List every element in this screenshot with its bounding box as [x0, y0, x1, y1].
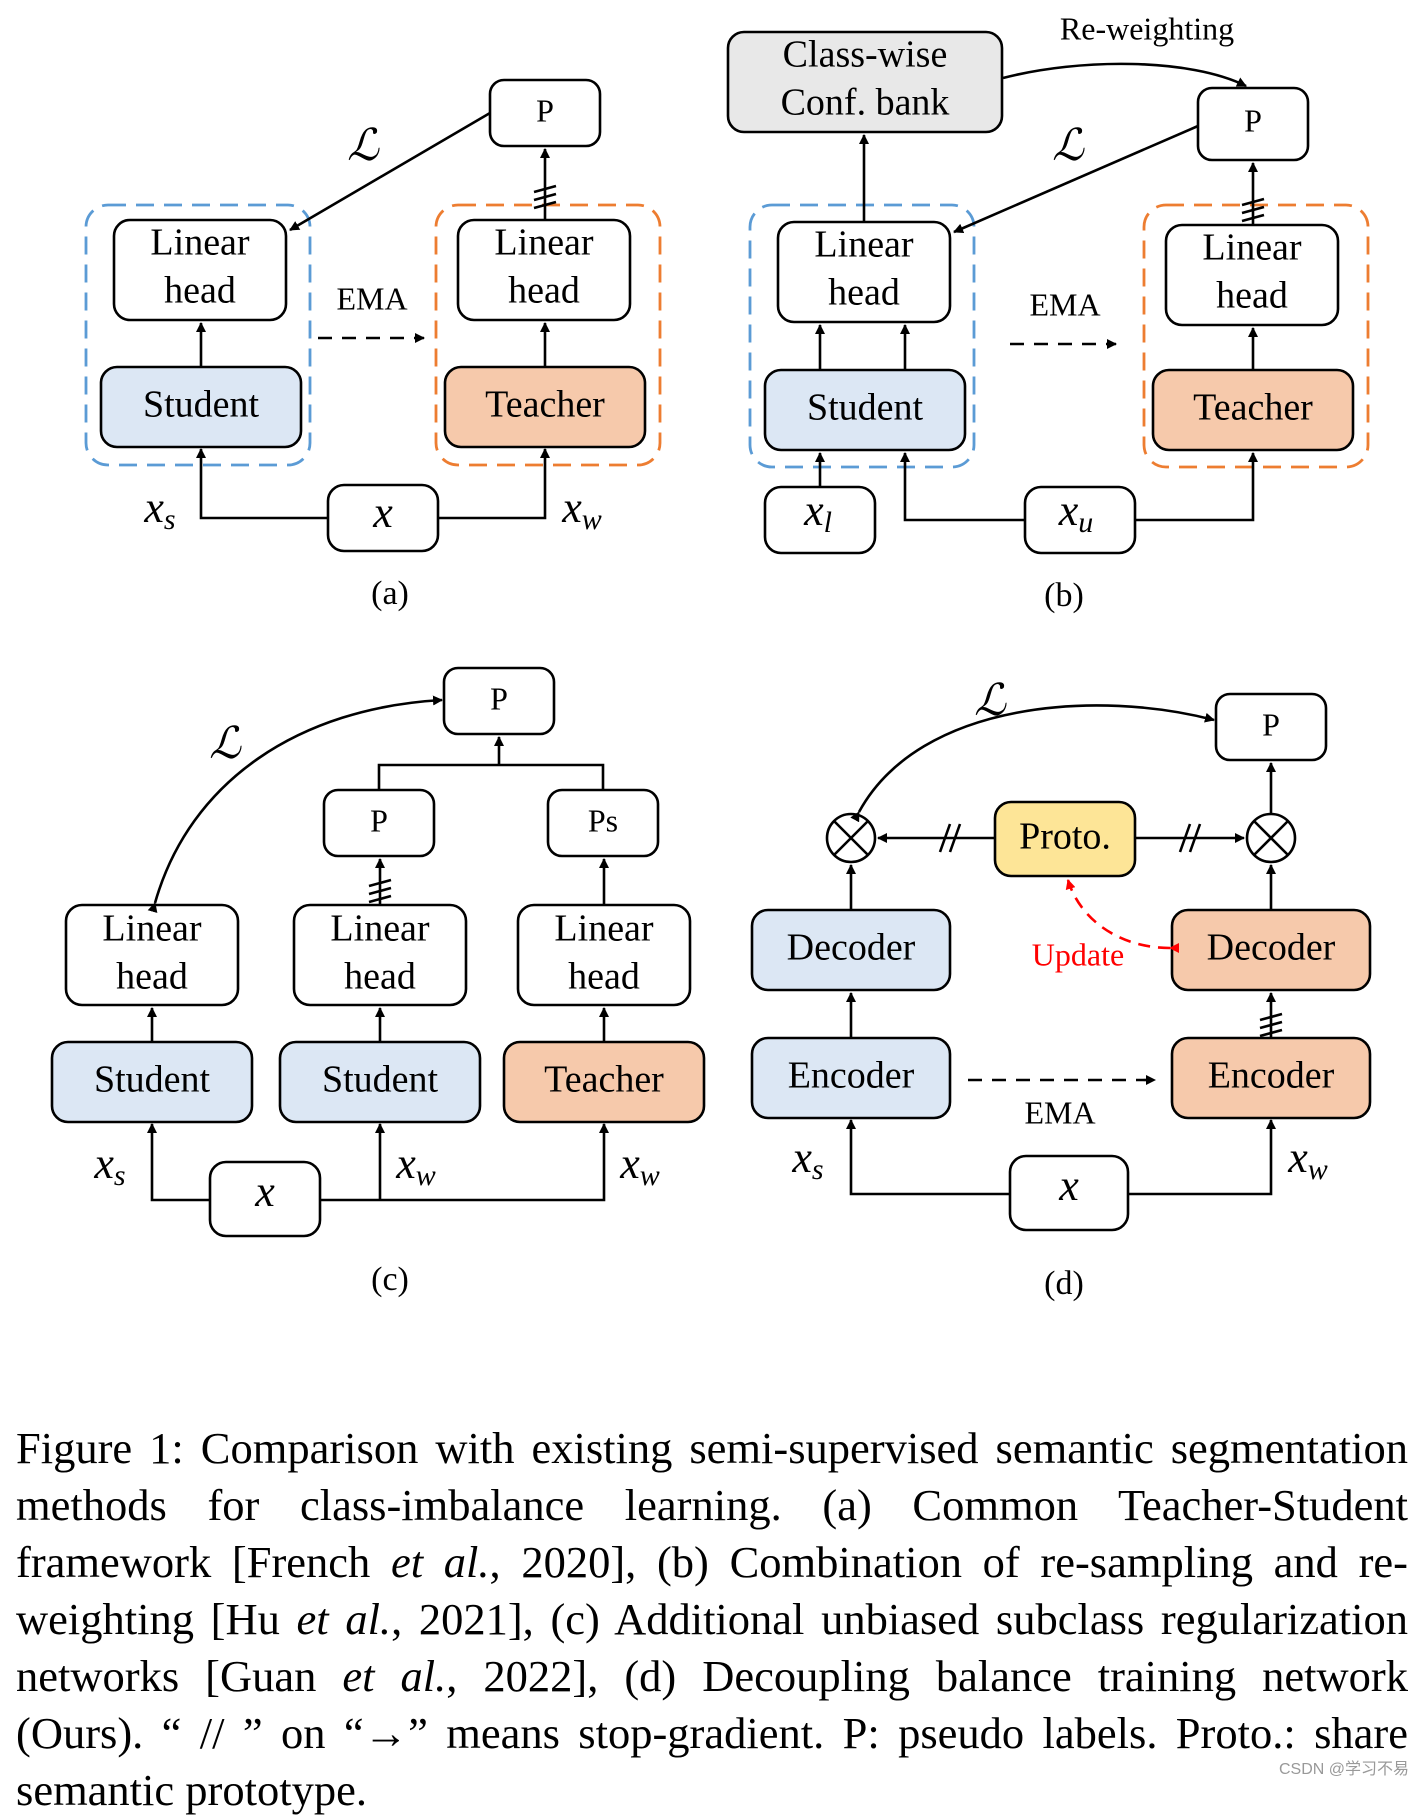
- student-encoder-label: Encoder: [788, 1055, 915, 1097]
- loss-label: ℒ: [1052, 121, 1085, 170]
- teacher-encoder-label: Encoder: [1208, 1055, 1335, 1097]
- figure-caption: Figure 1: Comparison with existing semi-…: [16, 1420, 1408, 1819]
- head-label-line1: Linear: [814, 224, 914, 266]
- input-label: x: [1058, 1161, 1079, 1210]
- head-label-line1: Linear: [554, 908, 654, 950]
- panel-b-caption: (b): [1044, 577, 1084, 614]
- pseudo-label-text: P: [370, 802, 388, 838]
- teacher-label: Teacher: [485, 384, 605, 426]
- teacher-multiply-icon: [1245, 812, 1297, 864]
- caption-etal: et al.: [390, 1536, 490, 1587]
- student-label: Student: [143, 384, 260, 426]
- teacher-label: Teacher: [544, 1059, 664, 1101]
- head-label-line1: Linear: [330, 908, 430, 950]
- weak-input-label: xw: [1287, 1133, 1328, 1186]
- pseudo-label-text: P: [536, 92, 554, 128]
- reweighting-label: Re-weighting: [1060, 10, 1234, 46]
- head-label-line1: Linear: [494, 222, 594, 264]
- head-label-line1: Linear: [150, 222, 250, 264]
- head-label-line1: Linear: [102, 908, 202, 950]
- caption-text: , 2020], (b) Combination of re-sampling …: [16, 1536, 1408, 1644]
- teacher-label: Teacher: [1193, 387, 1313, 429]
- watermark: CSDN @学习不易: [1278, 1761, 1409, 1778]
- panel-d: P Proto. Decoder Decoder Encoder Encoder…: [750, 676, 1372, 1302]
- student-linear-head: [112, 218, 288, 322]
- caption-etal: et al.: [296, 1593, 392, 1644]
- conf-bank-line1: Class-wise: [783, 34, 948, 76]
- student-frame: [84, 203, 312, 467]
- student-frame: [748, 203, 976, 469]
- panel-d-caption: (d): [1044, 1265, 1084, 1302]
- head-label-line2: head: [1216, 275, 1288, 317]
- pseudo-label-box: [1214, 692, 1328, 762]
- weak-input-label: xw: [395, 1139, 436, 1192]
- update-label: Update: [1032, 936, 1124, 972]
- teacher-frame: [1142, 203, 1370, 469]
- panel-a: P Linear head Linear head Student Teache…: [84, 78, 662, 612]
- labeled-input-label: xl: [803, 486, 832, 539]
- proto-label: Proto.: [1019, 816, 1111, 858]
- pseudo-label-text: P: [1244, 102, 1262, 138]
- strong-input-label: xs: [93, 1139, 125, 1192]
- pseudo-label-top-text: P: [490, 680, 508, 716]
- head-label-line2: head: [508, 270, 580, 312]
- caption-text: , 2021], (c) Additional unbiased subclas…: [16, 1593, 1409, 1701]
- teacher-decoder-label: Decoder: [1207, 927, 1336, 969]
- loss-label: ℒ: [974, 676, 1007, 725]
- input-label: x: [254, 1167, 275, 1216]
- weak-input-label: xw: [561, 483, 602, 536]
- pseudo-label-top-box: [442, 666, 556, 736]
- panel-b: Class-wise Conf. bank Re-weighting P Lin…: [726, 10, 1370, 614]
- head-label-line2: head: [164, 270, 236, 312]
- student-label: Student: [807, 387, 924, 429]
- panel-a-caption: (a): [371, 575, 409, 612]
- unlabeled-input-label: xu: [1058, 486, 1094, 539]
- caption-text: Figure 1: Comparison with existing semi-…: [16, 1422, 1408, 1587]
- pseudo-label-s-text: Ps: [588, 802, 618, 838]
- head-label-line2: head: [344, 956, 416, 998]
- head-label-line2: head: [828, 272, 900, 314]
- loss-label: ℒ: [347, 121, 380, 170]
- head-label-line2: head: [116, 956, 188, 998]
- student-decoder-label: Decoder: [787, 927, 916, 969]
- student-multiply-icon: [825, 812, 877, 864]
- ema-label: EMA: [1024, 1094, 1095, 1130]
- pseudo-label-text: P: [1262, 706, 1280, 742]
- input-label: x: [372, 488, 393, 537]
- head-label-line2: head: [568, 956, 640, 998]
- loss-label: ℒ: [209, 719, 242, 768]
- student-label: Student: [94, 1059, 211, 1101]
- panel-c-caption: (c): [371, 1261, 409, 1298]
- caption-etal: et al.: [342, 1650, 447, 1701]
- ema-label: EMA: [336, 280, 407, 316]
- student-box: [763, 368, 967, 452]
- conf-bank-box: [726, 30, 1004, 134]
- pseudo-label-box: [1196, 86, 1310, 162]
- head-label-line1: Linear: [1202, 227, 1302, 269]
- panel-c: P P Ps Linear head Linear head Linear he…: [50, 666, 706, 1298]
- ema-label: EMA: [1029, 286, 1100, 322]
- student2-label: Student: [322, 1059, 439, 1101]
- figure-diagram: P Linear head Linear head Student Teache…: [50, 10, 1372, 1302]
- strong-input-label: xs: [791, 1133, 823, 1186]
- strong-input-label: xs: [143, 483, 175, 536]
- conf-bank-line2: Conf. bank: [781, 82, 950, 124]
- weak-input-label-teacher: xw: [619, 1139, 660, 1192]
